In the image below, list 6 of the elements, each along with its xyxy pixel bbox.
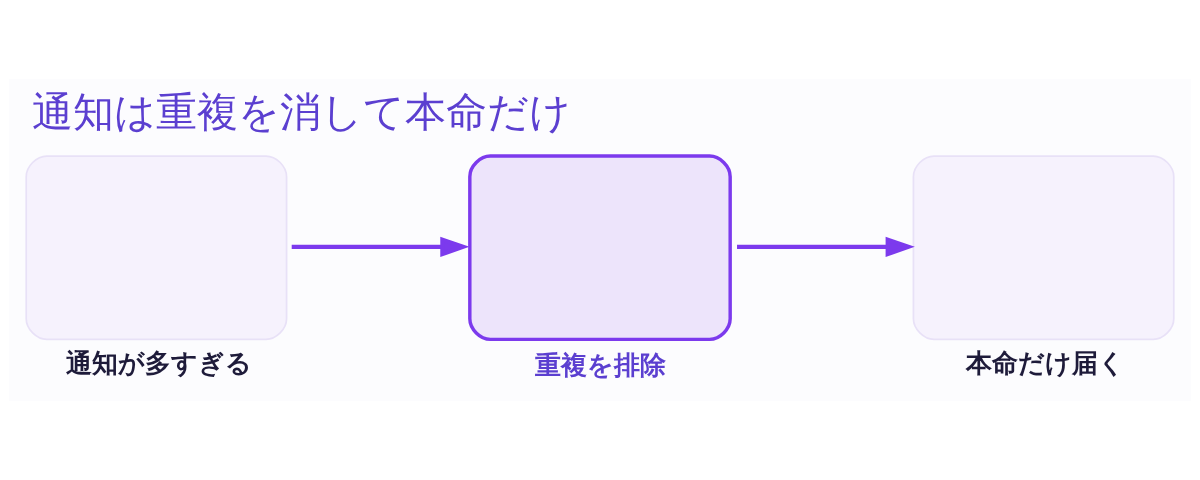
- arrow: [737, 236, 915, 258]
- node-label: 本命だけ届く: [965, 347, 1125, 378]
- diagram-title: 通知は重複を消して本命だけ: [31, 87, 571, 136]
- node-label: 通知が多すぎる: [65, 347, 252, 378]
- arrow: [291, 236, 470, 258]
- node-label: 重複を排除: [534, 349, 666, 380]
